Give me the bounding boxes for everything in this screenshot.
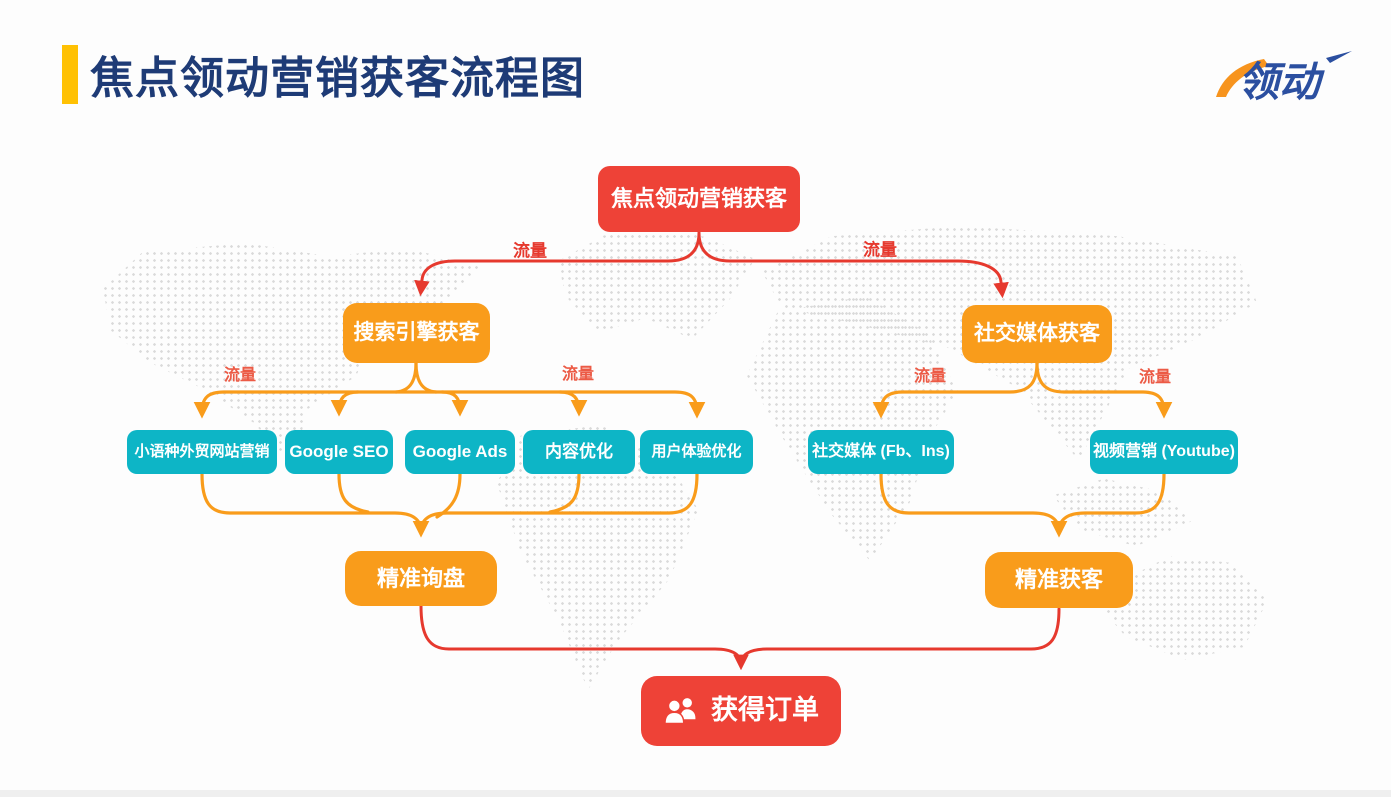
traffic-label: 流量 [913,368,947,385]
traffic-label: 流量 [513,241,547,261]
node-search-engine: 搜索引擎获客 [343,303,490,363]
node-precise-inquiry-label: 精准询盘 [376,565,465,591]
node-social-fb-ins-label: 社交媒体 (Fb、Ins) [812,442,950,460]
node-ux-optimization-label: 用户体验优化 [651,443,742,461]
node-social-fb-ins: 社交媒体 (Fb、Ins) [808,430,954,474]
page-title: 焦点领动营销获客流程图 [90,54,585,103]
node-content-optimization-label: 内容优化 [545,442,613,462]
node-google-ads-label: Google Ads [412,442,508,462]
traffic-label: 流量 [223,367,257,384]
node-video-youtube-label: 视频营销 (Youtube) [1093,442,1235,460]
bottom-edge-strip [0,790,1391,797]
company-logo: 领动 [1216,51,1352,105]
node-precise-inquiry: 精准询盘 [345,551,497,606]
traffic-label: 流量 [561,366,595,383]
node-social-media: 社交媒体获客 [962,305,1112,363]
logo-slash-icon [1326,51,1352,63]
node-google-seo-label: Google SEO [289,442,389,462]
node-precise-acquisition: 精准获客 [985,552,1133,608]
node-google-ads: Google Ads [405,430,515,474]
node-ux-optimization: 用户体验优化 [640,430,753,474]
node-root: 焦点领动营销获客 [598,166,800,232]
node-content-optimization: 内容优化 [523,430,635,474]
title-accent-bar [62,45,78,104]
logo-swoosh-icon [1216,59,1269,97]
node-social-media-label: 社交媒体获客 [974,321,1100,345]
node-minor-language-site-label: 小语种外贸网站营销 [134,443,270,461]
node-minor-language-site: 小语种外贸网站营销 [127,430,277,474]
traffic-label: 流量 [1138,369,1172,386]
node-precise-acquisition-label: 精准获客 [1014,567,1103,593]
node-video-youtube: 视频营销 (Youtube) [1090,430,1238,474]
logo-text: 领动 [1238,59,1325,105]
node-root-label: 焦点领动营销获客 [610,186,787,212]
node-get-orders: 获得订单 [641,676,841,746]
people-icon [664,698,696,725]
node-get-orders-label: 获得订单 [711,695,819,726]
traffic-label: 流量 [863,240,897,260]
node-google-seo: Google SEO [285,430,393,474]
node-search-engine-label: 搜索引擎获客 [353,320,480,344]
